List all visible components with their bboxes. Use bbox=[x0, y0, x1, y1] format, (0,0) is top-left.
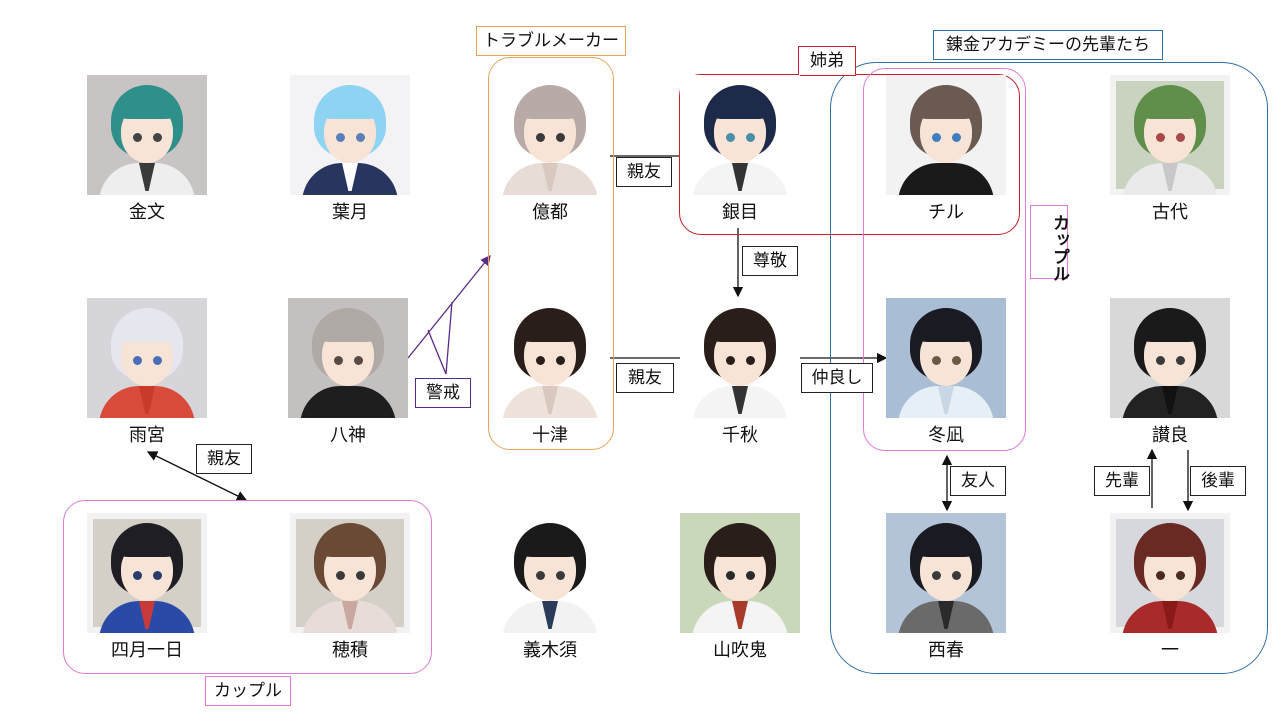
avatar bbox=[1110, 298, 1230, 418]
person-name: 銀目 bbox=[722, 202, 758, 223]
couple-bottom-frame bbox=[63, 500, 432, 674]
person-amamiya: 雨宮 bbox=[77, 298, 217, 448]
person-name: 穂積 bbox=[332, 640, 368, 661]
person-chiru: チル bbox=[876, 75, 1016, 225]
avatar bbox=[288, 298, 408, 418]
person-gikisu: 義木須 bbox=[480, 513, 620, 663]
relation-best-friend-top: 親友 bbox=[616, 157, 672, 187]
person-name: 千秋 bbox=[722, 425, 758, 446]
avatar bbox=[680, 298, 800, 418]
avatar bbox=[290, 513, 410, 633]
person-name: 金文 bbox=[129, 202, 165, 223]
caution-label-line-a bbox=[445, 301, 453, 375]
trouble-makers-tag: トラブルメーカー bbox=[476, 26, 626, 56]
avatar bbox=[680, 75, 800, 195]
person-name: 雨宮 bbox=[129, 425, 165, 446]
relation-caution: 警戒 bbox=[415, 378, 471, 408]
avatar bbox=[490, 298, 610, 418]
person-ginme: 銀目 bbox=[670, 75, 810, 225]
couple-bottom-tag: カップル bbox=[205, 676, 291, 706]
person-sanra: 讃良 bbox=[1100, 298, 1240, 448]
person-okuto: 億都 bbox=[480, 75, 620, 225]
person-name: 義木須 bbox=[523, 640, 577, 661]
person-hozumi: 穂積 bbox=[280, 513, 420, 663]
person-name: 山吹鬼 bbox=[713, 640, 767, 661]
person-name: 八神 bbox=[330, 425, 366, 446]
relation-best-friend-left: 親友 bbox=[196, 444, 252, 474]
person-name: 古代 bbox=[1152, 202, 1188, 223]
caution-label-line-b bbox=[427, 329, 447, 375]
person-name: 冬凪 bbox=[928, 425, 964, 446]
person-kodai: 古代 bbox=[1100, 75, 1240, 225]
person-hajime: 一 bbox=[1100, 513, 1240, 663]
avatar bbox=[1110, 513, 1230, 633]
academy-seniors-tag: 錬金アカデミーの先輩たち bbox=[933, 30, 1163, 60]
yagami-caution-line bbox=[407, 254, 491, 359]
trouble-makers-frame bbox=[488, 57, 614, 450]
avatar bbox=[886, 298, 1006, 418]
relation-close-friends: 仲良し bbox=[801, 363, 873, 393]
person-name: 一 bbox=[1161, 640, 1179, 661]
person-watanuki: 四月一日 bbox=[77, 513, 217, 663]
person-name: 西春 bbox=[928, 640, 964, 661]
amamiya-watanuki-line bbox=[146, 451, 248, 501]
couple-right-frame bbox=[863, 68, 1026, 451]
person-hazuki: 葉月 bbox=[280, 75, 420, 225]
person-totsu: 十津 bbox=[480, 298, 620, 448]
relation-best-friend-mid: 親友 bbox=[616, 363, 674, 393]
couple-right-tag: カップル bbox=[1030, 205, 1069, 282]
person-name: 葉月 bbox=[332, 202, 368, 223]
relation-friend: 友人 bbox=[950, 466, 1006, 496]
person-yamabuki: 山吹鬼 bbox=[670, 513, 810, 663]
avatar bbox=[490, 513, 610, 633]
avatar bbox=[87, 298, 207, 418]
person-name: 十津 bbox=[532, 425, 568, 446]
person-kinbun: 金文 bbox=[77, 75, 217, 225]
avatar bbox=[886, 75, 1006, 195]
person-tounagi: 冬凪 bbox=[876, 298, 1016, 448]
person-name: チル bbox=[928, 202, 964, 223]
siblings-tag: 姉弟 bbox=[798, 46, 856, 76]
relation-respect: 尊敬 bbox=[742, 246, 798, 276]
person-chiaki: 千秋 bbox=[670, 298, 810, 448]
person-nishiharu: 西春 bbox=[876, 513, 1016, 663]
person-name: 四月一日 bbox=[111, 640, 183, 661]
avatar bbox=[1110, 75, 1230, 195]
relation-senior: 先輩 bbox=[1094, 466, 1150, 496]
avatar bbox=[490, 75, 610, 195]
avatar bbox=[886, 513, 1006, 633]
person-name: 讃良 bbox=[1152, 425, 1188, 446]
avatar bbox=[680, 513, 800, 633]
avatar bbox=[87, 513, 207, 633]
relation-junior: 後輩 bbox=[1190, 466, 1246, 496]
avatar bbox=[87, 75, 207, 195]
person-name: 億都 bbox=[532, 202, 568, 223]
avatar bbox=[290, 75, 410, 195]
person-yagami: 八神 bbox=[278, 298, 418, 448]
